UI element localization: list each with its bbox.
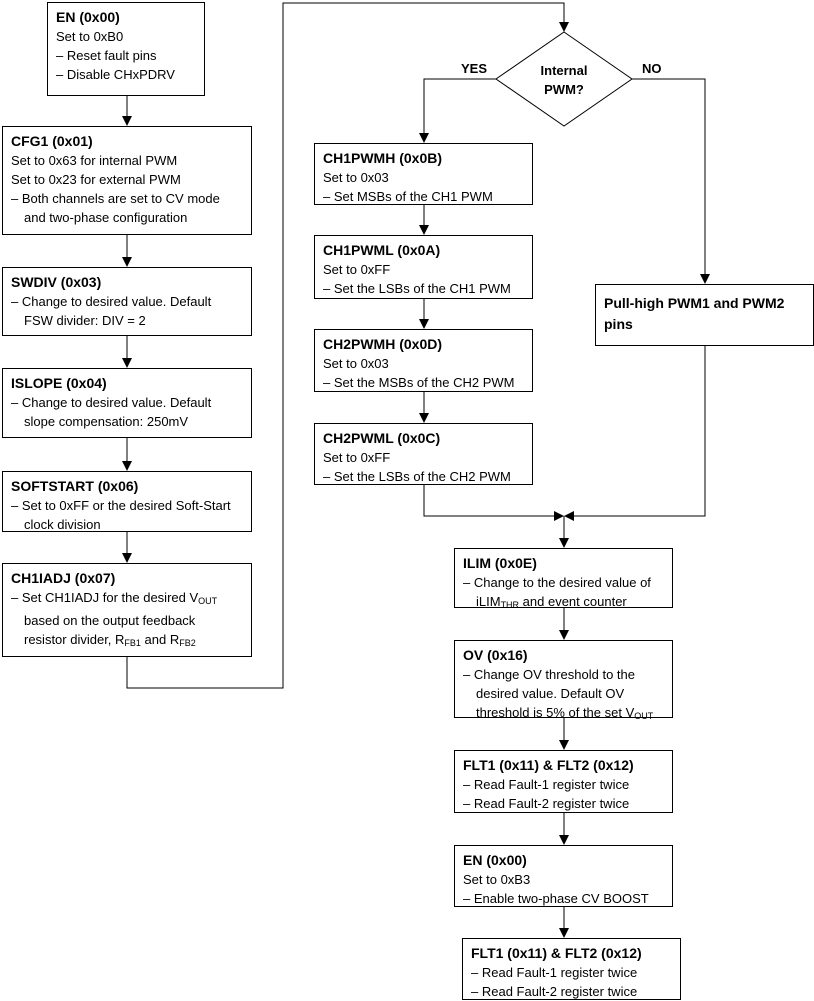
box-line: iLIMTHR and event counter <box>463 592 666 615</box>
box-ch2pwml: CH2PWML (0x0C) Set to 0xFF – Set the LSB… <box>314 423 533 485</box>
text-part: – Set CH1IADJ for the desired V <box>11 590 199 605</box>
text-part: resistor divider, R <box>24 632 125 647</box>
subscript: OUT <box>634 711 654 721</box>
box-title: FLT1 (0x11) & FLT2 (0x12) <box>463 757 634 773</box>
box-line: – Set to 0xFF or the desired Soft-Start <box>11 498 231 513</box>
box-line: pins <box>604 316 633 332</box>
box-line: slope compensation: 250mV <box>24 414 189 429</box>
box-title: CH1PWMH (0x0B) <box>323 150 443 166</box>
box-title: CH1IADJ (0x07) <box>11 570 116 586</box>
box-title: CH1PWML (0x0A) <box>323 242 441 258</box>
box-ch1iadj: CH1IADJ (0x07) – Set CH1IADJ for the des… <box>2 563 252 657</box>
connector-no-branch <box>632 78 710 284</box>
box-title: CFG1 (0x01) <box>11 133 93 149</box>
box-line: Pull-high PWM1 and PWM2 <box>604 295 785 311</box>
box-line: clock division <box>24 517 101 532</box>
text-part: and event counter <box>519 594 627 609</box>
box-line: Set to 0xB3 <box>463 872 531 887</box>
box-line: based on the output feedback <box>24 613 196 628</box>
box-ov: OV (0x16) – Change OV threshold to the d… <box>454 640 673 721</box>
box-line: Set to 0x03 <box>323 170 389 185</box>
box-line: FSW divider: DIV = 2 <box>24 313 146 328</box>
box-line: – Reset fault pins <box>56 48 157 63</box>
box-line: – Change to desired value. Default <box>11 395 212 410</box>
box-ch1pwml: CH1PWML (0x0A) Set to 0xFF – Set the LSB… <box>314 235 533 299</box>
box-line: – Set MSBs of the CH1 PWM <box>323 189 493 204</box>
box-title: CH2PWML (0x0C) <box>323 430 441 446</box>
box-ch1pwmh: CH1PWMH (0x0B) Set to 0x03 – Set MSBs of… <box>314 143 533 205</box>
box-line: – Set the LSBs of the CH2 PWM <box>323 469 511 484</box>
box-line: – Set the LSBs of the CH1 PWM <box>323 281 511 296</box>
box-line: desired value. Default OV <box>476 686 625 701</box>
connector-ch2pwml-to-merge <box>423 485 564 521</box>
box-title: EN (0x00) <box>56 9 120 25</box>
box-flt-first: FLT1 (0x11) & FLT2 (0x12) – Read Fault-1… <box>454 750 673 813</box>
box-line: – Change to the desired value of <box>463 575 651 590</box>
box-line: – Read Fault-1 register twice <box>463 777 630 792</box>
decision-line-2: PWM? <box>544 82 584 97</box>
box-line: resistor divider, RFB1 and RFB2 <box>11 630 245 653</box>
box-softstart: SOFTSTART (0x06) – Set to 0xFF or the de… <box>2 471 252 532</box>
no-label: NO <box>642 61 662 76</box>
box-line: Set to 0xB0 <box>56 29 124 44</box>
box-title: EN (0x00) <box>463 852 527 868</box>
text-part: and R <box>140 632 180 647</box>
connector-ch1iadj-to-decision <box>126 2 569 689</box>
box-ch2pwmh: CH2PWMH (0x0D) Set to 0x03 – Set the MSB… <box>314 329 533 392</box>
box-line: and two-phase configuration <box>24 210 188 225</box>
connector-pullhigh-to-merge <box>564 346 706 521</box>
text-part: threshold is 5% of the set V <box>476 705 635 720</box>
box-line: – Change OV threshold to the <box>463 667 636 682</box>
box-islope: ISLOPE (0x04) – Change to desired value.… <box>2 368 252 438</box>
subscript: FB2 <box>179 638 196 648</box>
box-line: – Set the MSBs of the CH2 PWM <box>323 375 515 390</box>
subscript: FB1 <box>124 638 141 648</box>
box-en-final: EN (0x00) Set to 0xB3 – Enable two-phase… <box>454 845 673 907</box>
box-line: Set to 0xFF <box>323 450 391 465</box>
box-title: SOFTSTART (0x06) <box>11 478 139 494</box>
box-title: ISLOPE (0x04) <box>11 375 107 391</box>
box-title: CH2PWMH (0x0D) <box>323 336 443 352</box>
decision-text: Internal PWM? <box>519 61 609 99</box>
box-line: Set to 0x23 for external PWM <box>11 172 181 187</box>
box-title: FLT1 (0x11) & FLT2 (0x12) <box>471 945 642 961</box>
box-line: – Change to desired value. Default <box>11 294 212 309</box>
box-line: – Enable two-phase CV BOOST <box>463 891 649 906</box>
box-title: OV (0x16) <box>463 647 528 663</box>
box-swdiv: SWDIV (0x03) – Change to desired value. … <box>2 267 252 336</box>
decision-line-1: Internal <box>540 63 588 78</box>
box-ilim: ILIM (0x0E) – Change to the desired valu… <box>454 548 673 610</box>
box-line: – Set CH1IADJ for the desired VOUT <box>11 588 245 611</box>
box-line: Set to 0x63 for internal PWM <box>11 153 178 168</box>
box-title: ILIM (0x0E) <box>463 555 537 571</box>
box-line: – Disable CHxPDRV <box>56 67 175 82</box>
box-line: – Read Fault-1 register twice <box>471 965 638 980</box>
yes-label: YES <box>461 61 488 76</box>
box-line: – Read Fault-2 register twice <box>463 796 630 811</box>
box-cfg1: CFG1 (0x01) Set to 0x63 for internal PWM… <box>2 126 252 235</box>
subscript: OUT <box>198 596 218 606</box>
box-en-initial: EN (0x00) Set to 0xB0 – Reset fault pins… <box>47 2 205 96</box>
box-flt-second: FLT1 (0x11) & FLT2 (0x12) – Read Fault-1… <box>462 938 681 1000</box>
subscript: THR <box>500 600 520 610</box>
box-title: SWDIV (0x03) <box>11 274 102 290</box>
box-line: Set to 0x03 <box>323 356 389 371</box>
connector-yes-branch <box>419 78 496 143</box>
box-line: Set to 0xFF <box>323 262 391 277</box>
box-pull-high: Pull-high PWM1 and PWM2 pins <box>595 284 814 346</box>
box-line: – Both channels are set to CV mode <box>11 191 220 206</box>
text-part: iLIM <box>476 594 501 609</box>
box-line: – Read Fault-2 register twice <box>471 984 638 999</box>
decision-diamond <box>495 31 633 127</box>
box-line: threshold is 5% of the set VOUT <box>463 703 666 726</box>
